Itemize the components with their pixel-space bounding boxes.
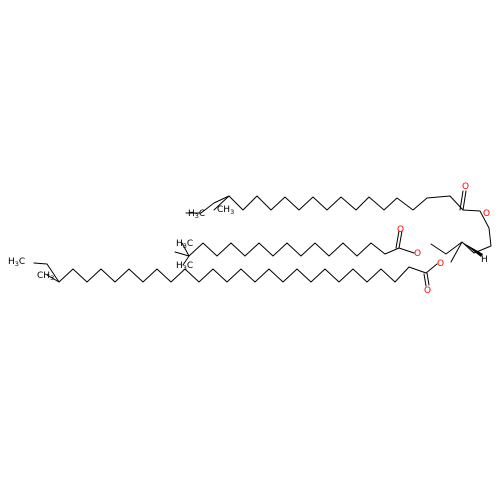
oxygen-ester-upper: O: [483, 209, 490, 219]
methyl-upper-a-ch: CH: [217, 205, 230, 215]
methyl-lower-b-sub: 3: [50, 274, 54, 282]
upper-carbonyl-bond-a: [462, 190, 467, 211]
methyl-middle-b-c: C: [187, 261, 193, 271]
lower-methyl-branch: [46, 274, 60, 283]
oxygen-ester-lower: O: [437, 259, 444, 269]
methyl-middle-b: H3C: [176, 261, 193, 272]
methyl-upper-a-sub: 3: [230, 208, 234, 216]
oxygen-carbonyl-upper: O: [462, 182, 469, 192]
methyl-lower-b-ch: CH: [37, 271, 50, 281]
upper-carbonyl-bond-b: [459, 190, 464, 211]
lower-carbonyl-bond-a: [426, 272, 430, 286]
oxygen-carbonyl-middle: O: [397, 225, 404, 235]
backbone-bonds: [430, 227, 492, 255]
lower-carbonyl-bond-b: [423, 273, 427, 287]
middle-methyl-branch-b: [182, 255, 190, 266]
methyl-lower-a: H3C: [8, 257, 25, 268]
methyl-middle-a-c: C: [187, 239, 193, 249]
methyl-middle-a: H3C: [176, 239, 193, 250]
middle-carbonyl-bond-a: [398, 230, 403, 249]
methyl-upper-a: CH3: [217, 205, 234, 216]
methyl-lower-a-c: C: [19, 257, 25, 267]
glycerol-backbone: [430, 227, 492, 263]
atom-labels: O O O O O O H CH3 H3C H3C H3C H3C CH3: [8, 182, 490, 296]
chiral-to-lower-o: [450, 241, 463, 263]
methyl-upper-b: H3C: [188, 209, 205, 220]
middle-acyl-chain: [174, 230, 415, 266]
oxygen-carbonyl-lower: O: [424, 286, 431, 296]
upper-chain-bonds: [185, 195, 490, 229]
wedge-bond-h: [462, 242, 483, 257]
methyl-middle-b-h: H: [176, 261, 183, 271]
upper-methyl-branch: [213, 195, 230, 211]
oxygen-ester-middle: O: [414, 249, 421, 259]
methyl-middle-a-h: H: [176, 239, 183, 249]
middle-carbonyl-bond-b: [395, 230, 400, 249]
methyl-middle-b-sub: 3: [183, 264, 187, 272]
lower-acyl-chain: [33, 262, 438, 287]
methyl-lower-a-h: H: [8, 257, 15, 267]
methyl-upper-b-h: H: [188, 209, 195, 219]
lower-chain-bonds: [33, 262, 438, 283]
hydrogen-stereo: H: [481, 255, 488, 265]
methyl-upper-b-c: C: [199, 209, 205, 219]
methyl-middle-a-sub: 3: [183, 242, 187, 250]
middle-chain-bonds: [174, 242, 415, 257]
methyl-lower-b: CH3: [37, 271, 54, 282]
methyl-lower-a-sub: 3: [15, 260, 19, 268]
middle-methyl-branch: [181, 242, 190, 257]
upper-acyl-chain: [185, 190, 490, 229]
methyl-upper-b-sub: 3: [195, 212, 199, 220]
